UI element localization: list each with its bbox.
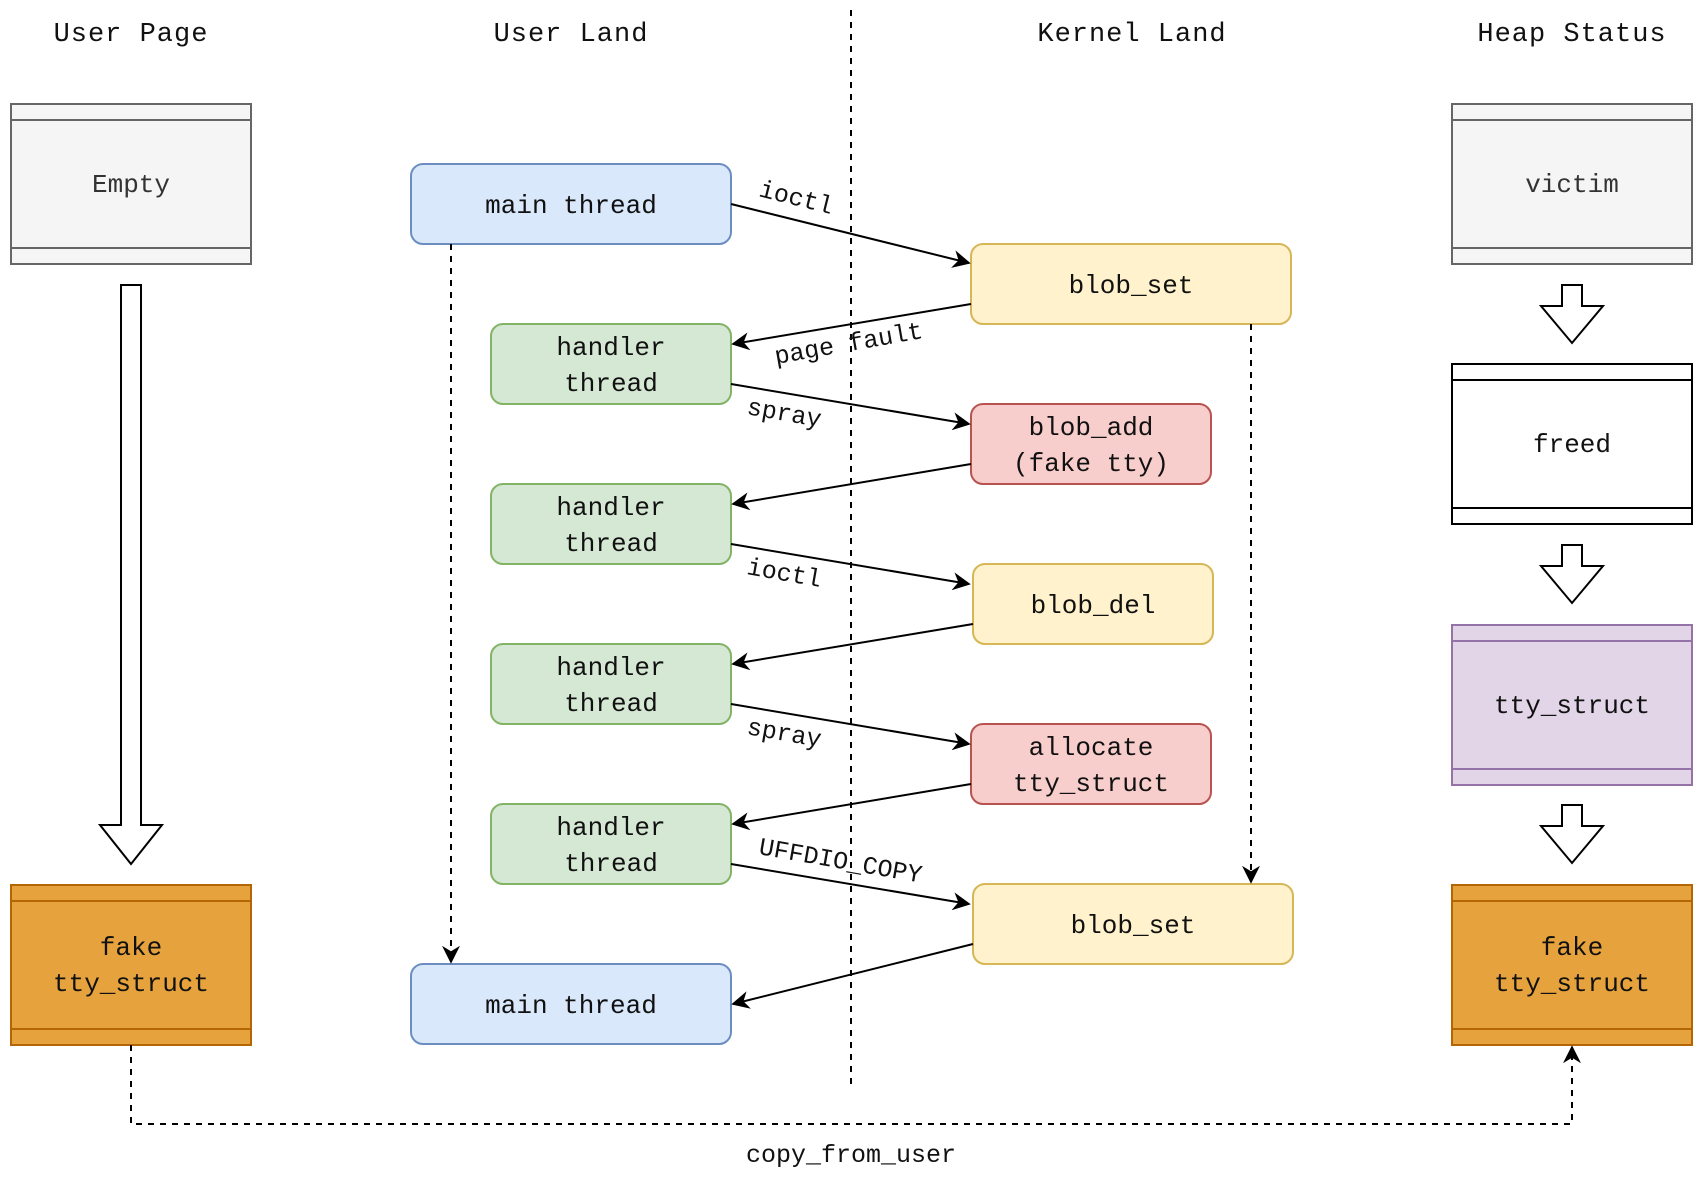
heap-victim-block: victim xyxy=(1451,103,1693,265)
edge-blob-add-to-handler-2 xyxy=(731,463,972,511)
main-thread-bottom-label: main thread xyxy=(485,991,657,1021)
handler-thread-4-line2: thread xyxy=(564,849,658,879)
user-page-fake-tty-block: fake tty_struct xyxy=(10,884,252,1046)
edge-blob-set-to-main-thread xyxy=(731,943,974,1009)
handler-thread-node-3: handler thread xyxy=(490,643,732,725)
heap-down-arrow-3 xyxy=(1538,804,1606,865)
heap-tty-struct-label: tty_struct xyxy=(1494,691,1650,721)
edge-label-copy-from-user: copy_from_user xyxy=(746,1141,956,1170)
edge-handler-1-to-blob-add xyxy=(730,383,971,431)
heap-down-arrow-1 xyxy=(1538,284,1606,345)
column-title-heap-status: Heap Status xyxy=(1477,20,1666,50)
user-page-empty-block: Empty xyxy=(10,103,252,265)
blob-add-node: blob_add (fake tty) xyxy=(970,403,1212,485)
allocate-tty-node: allocate tty_struct xyxy=(970,723,1212,805)
heap-freed-block: freed xyxy=(1451,363,1693,525)
main-thread-bottom-node: main thread xyxy=(410,963,732,1045)
edge-main-to-blob-set xyxy=(730,203,971,268)
main-thread-top-label: main thread xyxy=(485,191,657,221)
handler-thread-1-line2: thread xyxy=(564,369,658,399)
heap-fake-tty-block: fake tty_struct xyxy=(1451,884,1693,1046)
handler-thread-2-line2: thread xyxy=(564,529,658,559)
edge-handler-4-to-blob-set xyxy=(730,863,971,911)
user-page-down-arrow xyxy=(97,284,165,866)
edge-blob-set-to-handler-1 xyxy=(731,303,972,351)
user-page-fake-label-line1: fake xyxy=(100,933,162,963)
edge-label-spray-1: spray xyxy=(745,393,824,435)
blob-del-node: blob_del xyxy=(972,563,1214,645)
heap-freed-label: freed xyxy=(1533,430,1611,460)
main-thread-top-node: main thread xyxy=(410,163,732,245)
heap-tty-struct-block: tty_struct xyxy=(1451,624,1693,786)
allocate-line2: tty_struct xyxy=(1013,769,1169,799)
handler-thread-4-line1: handler xyxy=(556,813,665,843)
edge-allocate-to-handler-4 xyxy=(731,783,972,831)
user-page-fake-label-line2: tty_struct xyxy=(53,969,209,999)
handler-thread-3-line1: handler xyxy=(556,653,665,683)
blob-set-bottom-node: blob_set xyxy=(972,883,1294,965)
edge-handler-3-to-allocate xyxy=(730,703,971,751)
handler-thread-3-line2: thread xyxy=(564,689,658,719)
handler-thread-node-1: handler thread xyxy=(490,323,732,405)
handler-thread-1-line1: handler xyxy=(556,333,665,363)
edge-blob-del-to-handler-3 xyxy=(731,623,974,671)
column-title-user-land: User Land xyxy=(494,20,649,50)
heap-down-arrow-2 xyxy=(1538,544,1606,605)
blob-del-label: blob_del xyxy=(1031,591,1156,621)
edge-copy-from-user xyxy=(130,1045,1581,1125)
edge-label-ioctl-1: ioctl xyxy=(756,176,836,222)
column-title-kernel-land: Kernel Land xyxy=(1037,20,1226,50)
blob-set-top-label: blob_set xyxy=(1069,271,1194,301)
blob-set-bottom-label: blob_set xyxy=(1071,911,1196,941)
heap-victim-label: victim xyxy=(1525,170,1619,200)
heap-fake-label-line1: fake xyxy=(1541,933,1603,963)
edge-label-ioctl-2: ioctl xyxy=(745,553,824,595)
blob-add-line1: blob_add xyxy=(1029,413,1154,443)
column-title-user-page: User Page xyxy=(54,20,209,50)
user-page-empty-label: Empty xyxy=(92,170,170,200)
allocate-line1: allocate xyxy=(1029,733,1154,763)
blob-set-top-node: blob_set xyxy=(970,243,1292,325)
edge-handler-2-to-blob-del xyxy=(730,543,971,591)
heap-fake-label-line2: tty_struct xyxy=(1494,969,1650,999)
handler-thread-node-2: handler thread xyxy=(490,483,732,565)
edge-label-spray-2: spray xyxy=(745,713,824,755)
handler-thread-node-4: handler thread xyxy=(490,803,732,885)
blob-add-line2: (fake tty) xyxy=(1013,449,1169,479)
handler-thread-2-line1: handler xyxy=(556,493,665,523)
